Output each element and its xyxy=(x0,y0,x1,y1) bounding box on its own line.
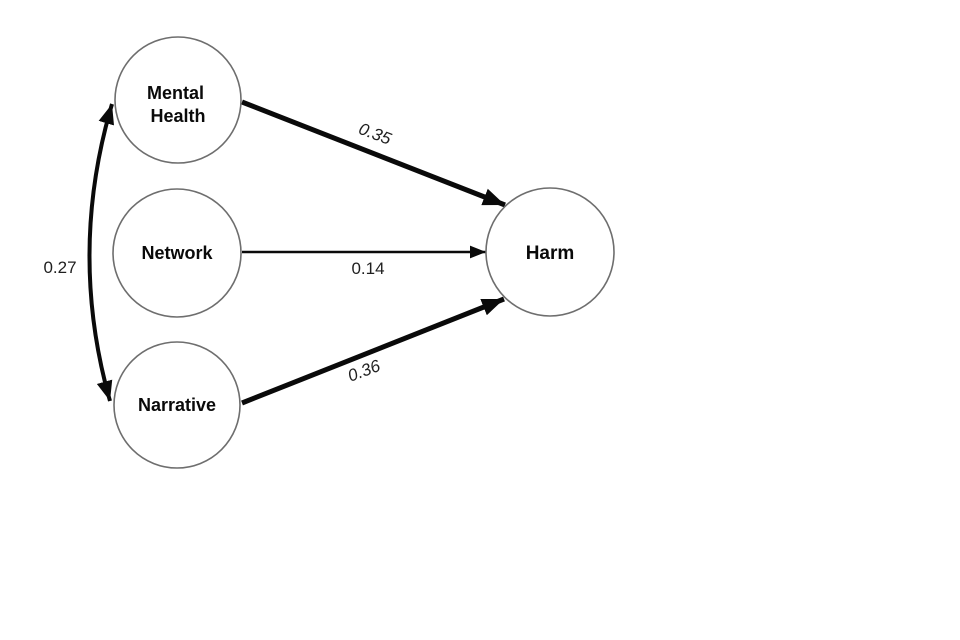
edge-weight-covariance: 0.27 xyxy=(43,258,76,277)
edge-narrative-to-harm xyxy=(241,296,505,406)
edge-mentalhealth-to-harm xyxy=(241,99,506,208)
node-label-mental-health-line2: Health xyxy=(150,106,205,126)
node-label-network: Network xyxy=(141,243,213,263)
node-label-narrative: Narrative xyxy=(138,395,216,415)
node-network xyxy=(112,188,242,318)
edge-covariance-mentalhealth-narrative xyxy=(87,103,115,402)
edge-weight-mentalhealth-harm: 0.35 xyxy=(356,119,394,149)
node-label-harm: Harm xyxy=(526,243,575,264)
node-narrative xyxy=(113,341,241,469)
edge-weight-network-harm: 0.14 xyxy=(351,259,384,278)
node-label-mental-health-line1: Mental xyxy=(147,83,204,103)
node-harm xyxy=(485,187,615,317)
node-mental-health xyxy=(114,36,242,164)
node-label-mental-health: Mental Health xyxy=(147,83,209,126)
